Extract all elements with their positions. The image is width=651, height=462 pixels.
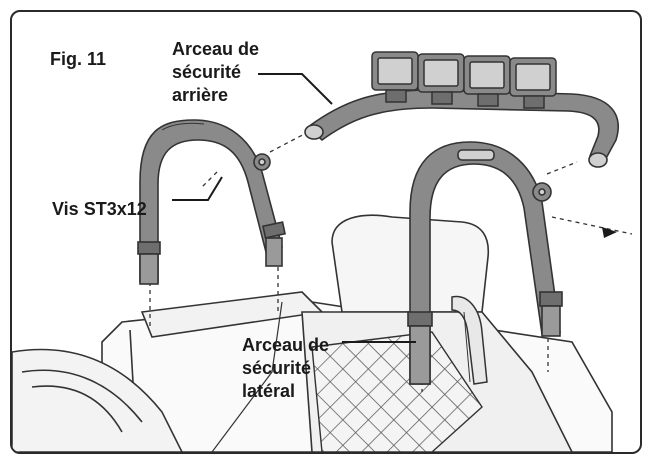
callout-rear-line-1: Arceau de (172, 39, 260, 59)
roof-lights (371, 51, 557, 109)
seat-belt (451, 295, 488, 385)
assembly-illustration (12, 51, 633, 452)
callout-rear-line-2: sécurité (172, 62, 242, 82)
figure-label: Fig. 11 (50, 49, 107, 69)
left-side-roll-bar (137, 119, 286, 285)
callout-side-line-3: latéral (242, 381, 296, 401)
callout-leaders (172, 73, 416, 343)
callout-screw: Vis ST3x12 (52, 199, 147, 219)
callout-side-line-1: Arceau de (242, 335, 330, 355)
figure-frame: Fig. 11 Arceau de sécurité arrière Vis S… (10, 10, 642, 454)
callout-side-line-2: sécurité (242, 358, 312, 378)
callout-rear-roll-bar: Arceau de sécurité arrière (172, 38, 259, 107)
callout-side-roll-bar: Arceau de sécurité latéral (242, 334, 329, 403)
callout-rear-line-3: arrière (172, 85, 229, 105)
right-side-roll-bar (407, 141, 563, 385)
insertion-arrow-icon (602, 227, 617, 238)
